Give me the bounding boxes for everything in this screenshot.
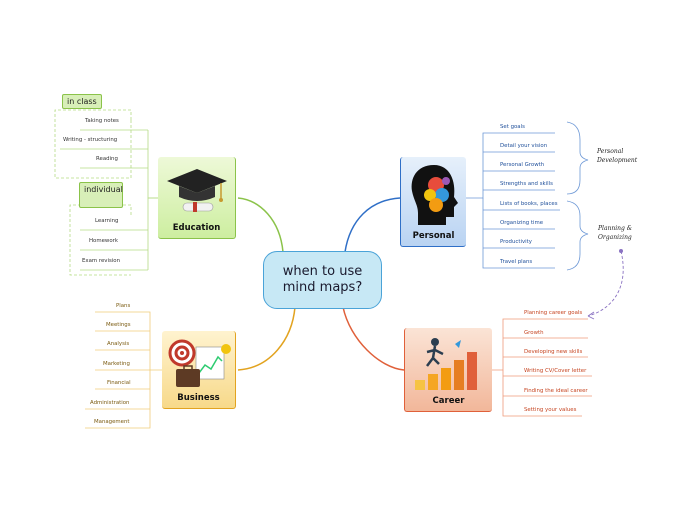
business-item-analysis[interactable]: Analysis — [107, 341, 130, 347]
career-item-growth[interactable]: Growth — [524, 330, 544, 336]
personal-item-detail-vision[interactable]: Detail your vision — [500, 143, 548, 149]
central-topic-line-1: when to use — [282, 264, 363, 279]
edu-item-exam-revision[interactable]: Exam revision — [82, 258, 120, 264]
business-item-plans[interactable]: Plans — [116, 303, 131, 309]
group-in-class[interactable]: in class — [62, 94, 102, 109]
topic-education[interactable]: Education — [158, 157, 236, 239]
personal-item-lists[interactable]: Lists of books, places — [500, 201, 558, 207]
topic-career-label: Career — [432, 396, 465, 406]
note-planning-organizing[interactable]: Planning & Organizing — [598, 225, 633, 241]
business-item-marketing[interactable]: Marketing — [103, 361, 130, 367]
edu-item-homework[interactable]: Homework — [89, 238, 118, 244]
career-item-planning-goals[interactable]: Planning career goals — [524, 310, 583, 316]
career-growth-icon — [415, 338, 477, 390]
career-item-cv[interactable]: Writing CV/Cover letter — [524, 368, 587, 374]
graduation-cap-icon — [167, 169, 227, 212]
career-item-values[interactable]: Setting your values — [524, 407, 577, 413]
group-individual[interactable]: individual — [79, 182, 123, 208]
personal-item-strengths[interactable]: Strengths and skills — [500, 181, 553, 187]
edu-item-reading[interactable]: Reading — [96, 156, 118, 162]
business-item-administration[interactable]: Administration — [90, 400, 130, 406]
topic-education-label: Education — [172, 223, 221, 233]
personal-item-set-goals[interactable]: Set goals — [500, 124, 525, 130]
topic-personal[interactable]: Personal — [400, 157, 466, 247]
edu-item-taking-notes[interactable]: Taking notes — [85, 118, 119, 124]
topic-business[interactable]: Business — [162, 331, 236, 409]
career-item-ideal-career[interactable]: Finding the ideal career — [524, 388, 588, 394]
central-topic-line-2: mind maps? — [282, 280, 363, 295]
business-item-meetings[interactable]: Meetings — [106, 322, 131, 328]
edu-item-writing[interactable]: Writing - structuring — [63, 137, 118, 143]
topic-business-label: Business — [177, 393, 220, 403]
central-topic[interactable]: when to use mind maps? — [263, 251, 382, 309]
business-chart-icon — [168, 339, 231, 387]
personal-item-growth[interactable]: Personal Growth — [500, 162, 545, 168]
topic-personal-label: Personal — [412, 231, 455, 241]
personal-item-organizing-time[interactable]: Organizing time — [500, 220, 544, 226]
topic-career[interactable]: Career — [404, 328, 492, 412]
note-personal-development[interactable]: Personal Development — [597, 148, 638, 164]
personal-item-productivity[interactable]: Productivity — [500, 239, 532, 245]
head-gears-icon — [411, 165, 458, 225]
business-item-management[interactable]: Management — [94, 419, 130, 425]
personal-item-travel[interactable]: Travel plans — [500, 259, 533, 265]
business-item-financial[interactable]: Financial — [107, 380, 131, 386]
career-item-new-skills[interactable]: Developing new skills — [524, 349, 583, 355]
edu-item-learning[interactable]: Learning — [95, 218, 119, 224]
